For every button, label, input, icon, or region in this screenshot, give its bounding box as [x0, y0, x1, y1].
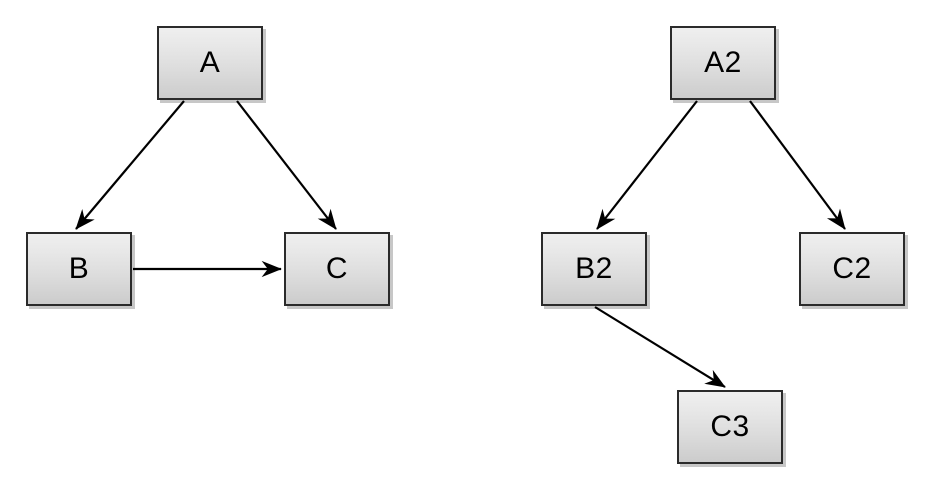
edge-a-to-c[interactable]: [236, 100, 337, 230]
node-label-a2: A2: [704, 46, 742, 79]
node-a[interactable]: A: [157, 26, 263, 100]
node-label-c2: C2: [832, 252, 872, 285]
node-c[interactable]: C: [284, 232, 390, 306]
node-c3[interactable]: C3: [677, 390, 783, 464]
node-a2[interactable]: A2: [670, 26, 776, 100]
edge-a-to-b[interactable]: [75, 100, 185, 230]
node-label-b: B: [68, 252, 90, 285]
node-b[interactable]: B: [26, 232, 132, 306]
node-c2[interactable]: C2: [799, 232, 905, 306]
edge-a2-to-c2[interactable]: [749, 100, 846, 230]
edge-b2-to-c3[interactable]: [594, 306, 726, 388]
edges-group: [75, 100, 846, 388]
node-label-c3: C3: [710, 410, 750, 443]
node-label-a: A: [199, 46, 221, 79]
node-label-b2: B2: [575, 252, 613, 285]
node-b2[interactable]: B2: [541, 232, 647, 306]
edge-a2-to-b2[interactable]: [596, 100, 698, 230]
node-label-c: C: [325, 252, 349, 285]
